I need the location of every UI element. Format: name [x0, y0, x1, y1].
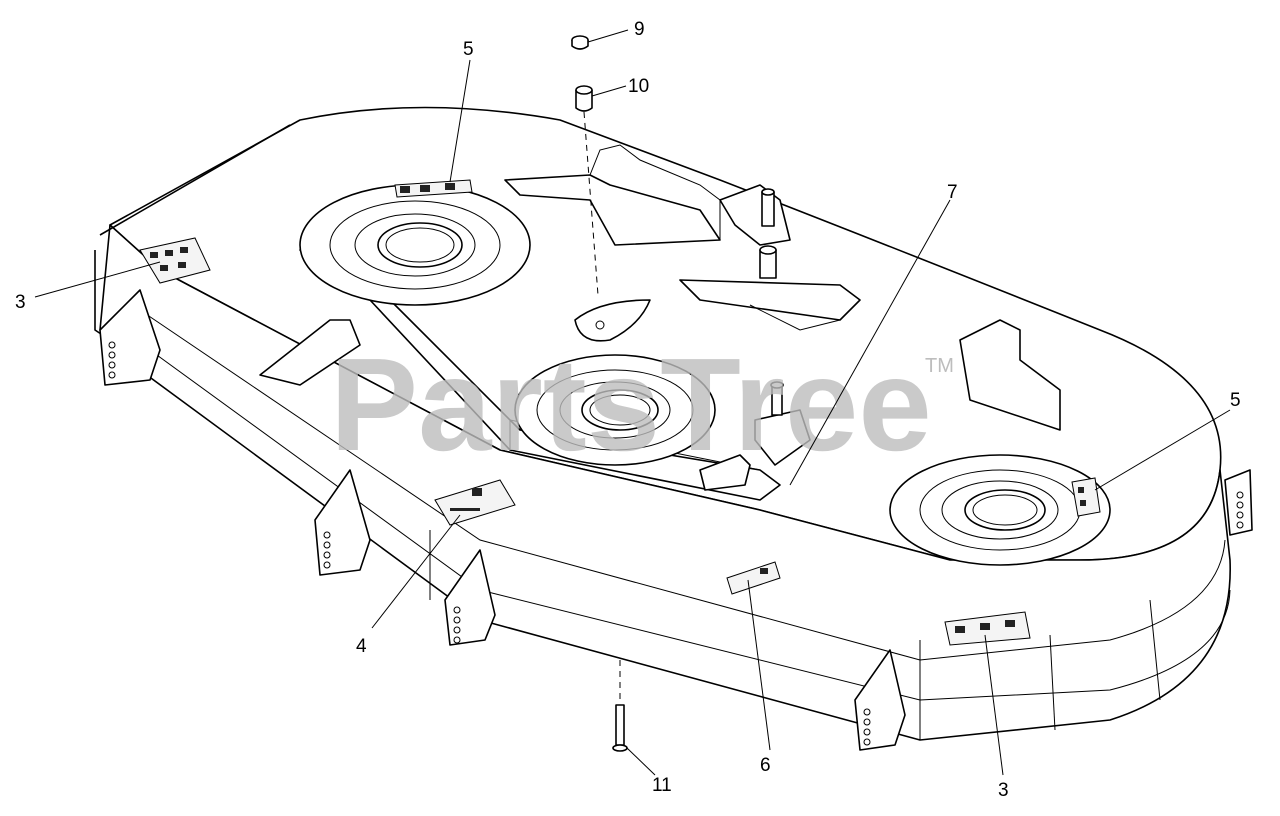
part-11-bolt — [615, 704, 625, 746]
spindle-center — [514, 354, 716, 466]
spindle-right — [889, 454, 1111, 566]
watermark-trademark: TM — [925, 355, 954, 377]
deck-front-skirt — [99, 224, 1231, 741]
callout-9: 9 — [634, 19, 645, 40]
anti-scalp-brackets — [99, 289, 1253, 751]
idler-plate — [574, 299, 651, 342]
callout-7: 7 — [947, 182, 958, 203]
spindle-left — [299, 184, 531, 306]
callouts: 9 10 5 7 3 5 4 6 3 11 — [15, 19, 1241, 801]
decal-warning-left — [139, 237, 211, 284]
callout-5-top: 5 — [463, 39, 474, 60]
callout-5-right: 5 — [1230, 390, 1241, 411]
callout-10: 10 — [628, 76, 649, 97]
decal-operator — [434, 479, 516, 526]
partstree-watermark: PartsTree TM — [330, 331, 954, 478]
part-10-spacer — [575, 90, 593, 112]
callout-3-right: 3 — [998, 780, 1009, 801]
callout-11: 11 — [652, 775, 672, 796]
callout-4: 4 — [356, 636, 367, 657]
callout-3-left: 3 — [15, 292, 26, 313]
decals — [139, 179, 1101, 646]
callout-6: 6 — [760, 755, 771, 776]
hardware — [571, 35, 628, 752]
watermark-text: PartsTree — [330, 331, 932, 478]
